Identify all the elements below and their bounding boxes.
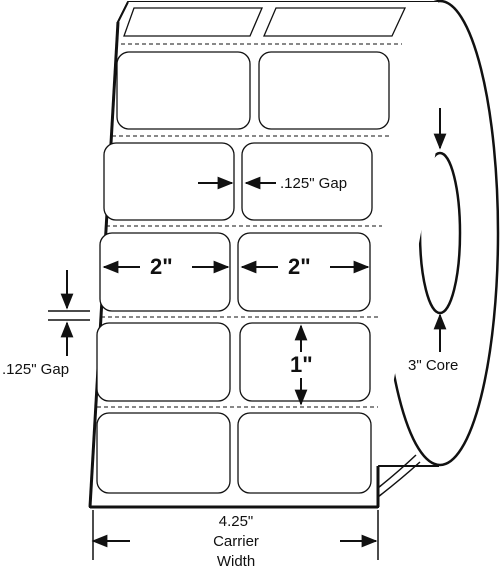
label-top-2 (263, 7, 407, 37)
label-r1c1 (116, 51, 251, 130)
extension-lines (48, 310, 379, 560)
label-r2c1 (103, 142, 235, 221)
label-height-text: 1" (290, 352, 313, 377)
dimension-arrows (60, 108, 447, 548)
carrier-value: 4.25" (218, 513, 254, 530)
label-r2c2 (241, 142, 373, 221)
label-r3c1 (99, 232, 231, 312)
label-r5c2 (237, 412, 372, 494)
carrier-width-label: 4.25" Carrier Width (190, 512, 282, 572)
label-r1c2 (258, 51, 390, 130)
vertical-gap-text: .125" Gap (2, 361, 70, 378)
core-text: 3" Core (408, 357, 459, 374)
label-r3c2 (237, 232, 371, 312)
label-r5c1 (96, 412, 231, 494)
label-r4c1 (96, 322, 231, 402)
label-width-2-text: 2" (288, 254, 311, 279)
horizontal-gap-text: .125" Gap (280, 175, 348, 192)
label-top-1 (123, 7, 263, 37)
roll-thickness (377, 454, 421, 498)
perforations (97, 43, 402, 408)
carrier-line2: Width (216, 553, 256, 570)
carrier-line1: Carrier (213, 533, 259, 550)
label-width-1-text: 2" (150, 254, 173, 279)
label-grid (96, 7, 407, 494)
